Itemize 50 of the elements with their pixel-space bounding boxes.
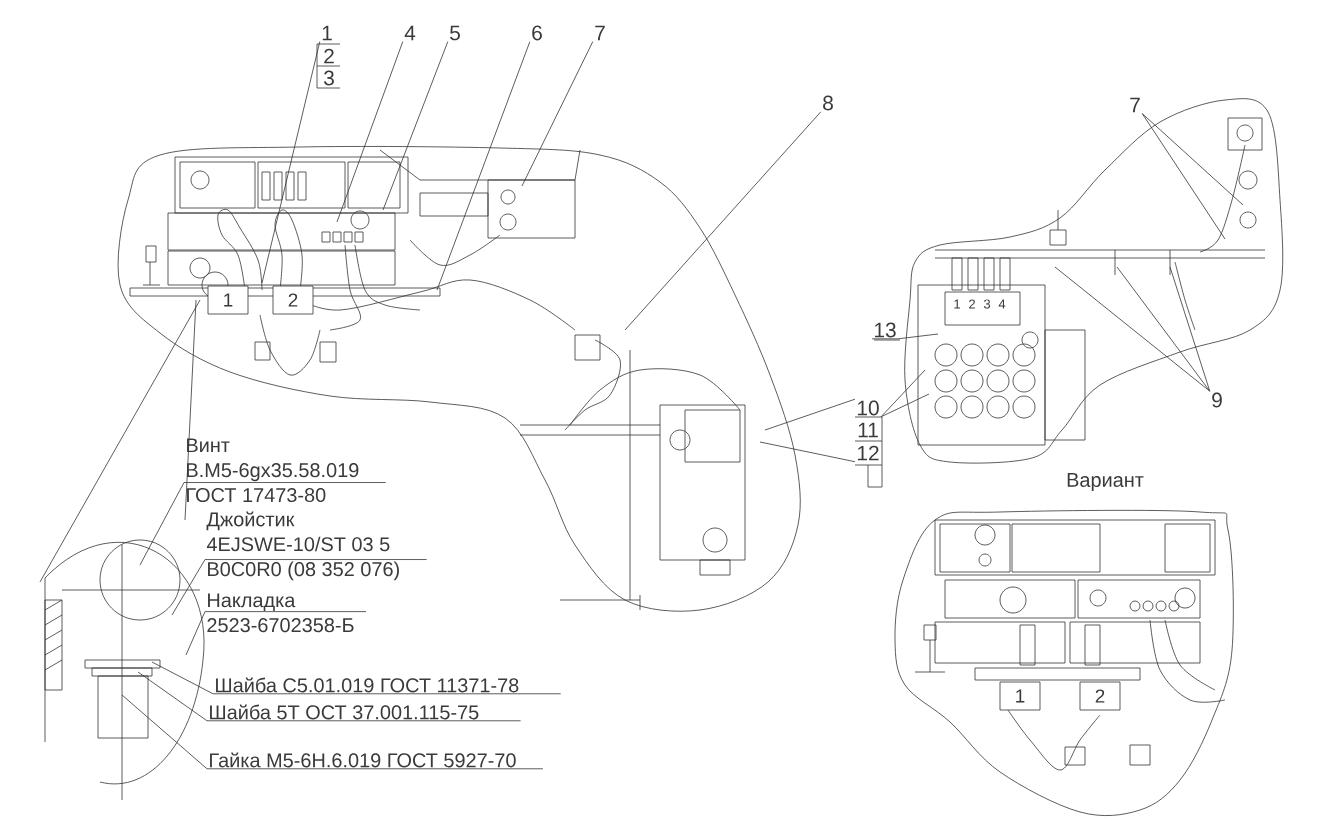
callout-number: 1 xyxy=(322,25,332,41)
leader-line xyxy=(171,559,428,616)
part-label: Шайба С5.01.019 ГОСТ 11371-78 xyxy=(216,677,519,693)
number-plate: 1 xyxy=(999,681,1041,711)
callout-number: 12 xyxy=(857,445,879,461)
leader-line xyxy=(880,393,930,418)
section-number: 3 xyxy=(982,298,992,310)
callout-number: 7 xyxy=(595,25,605,41)
callout-number: 9 xyxy=(1212,392,1222,408)
leader-line xyxy=(382,41,449,211)
callout-number: 10 xyxy=(857,400,879,416)
part-label: Джойстик 4EJSWE-10/ST 03 5 B0C0R0 (08 352 076) xyxy=(206,511,399,581)
section-number: 1 xyxy=(952,299,962,309)
callout-number: 3 xyxy=(324,70,334,86)
number-plate: 1 xyxy=(207,285,249,315)
leader-line xyxy=(1054,266,1211,392)
leader-line xyxy=(436,41,531,291)
section-number: 4 xyxy=(997,299,1007,309)
part-label: Гайка М5-6Н.6.019 ГОСТ 5927-70 xyxy=(210,752,516,768)
callout-number: 2 xyxy=(324,48,334,64)
leader-line xyxy=(336,41,404,223)
leader-line xyxy=(624,111,822,331)
leader-line xyxy=(137,671,521,722)
callout-number: 4 xyxy=(404,25,416,41)
leader-line xyxy=(1116,266,1211,392)
part-label: Накладка 2523-6702358-Б xyxy=(207,593,354,633)
callout-number: 11 xyxy=(858,422,878,438)
callout-number: 8 xyxy=(823,95,833,111)
leader-line xyxy=(185,611,367,656)
callout-number: 7 xyxy=(1130,97,1140,113)
callout-number: 6 xyxy=(532,25,542,41)
view-title: Вариант xyxy=(1067,473,1144,491)
leader-line xyxy=(1169,266,1211,392)
number-plate: 2 xyxy=(272,285,314,315)
callout-number: 13 xyxy=(874,322,896,338)
leader-line xyxy=(880,369,926,418)
leader-line xyxy=(759,441,856,463)
leader-line xyxy=(764,398,856,431)
part-label: Шайба 5Т ОСТ 37.001.115-75 xyxy=(210,704,479,720)
leader-line xyxy=(139,482,387,566)
leader-line xyxy=(871,333,939,340)
leader-line xyxy=(1141,113,1226,240)
number-plate: 2 xyxy=(1079,681,1121,711)
callout-number: 5 xyxy=(450,25,460,41)
leader-line xyxy=(1141,113,1244,206)
leader-line xyxy=(151,661,562,695)
section-number: 2 xyxy=(967,299,977,310)
leader-line xyxy=(521,41,594,187)
leader-line xyxy=(261,41,321,284)
leader-line xyxy=(121,694,544,770)
